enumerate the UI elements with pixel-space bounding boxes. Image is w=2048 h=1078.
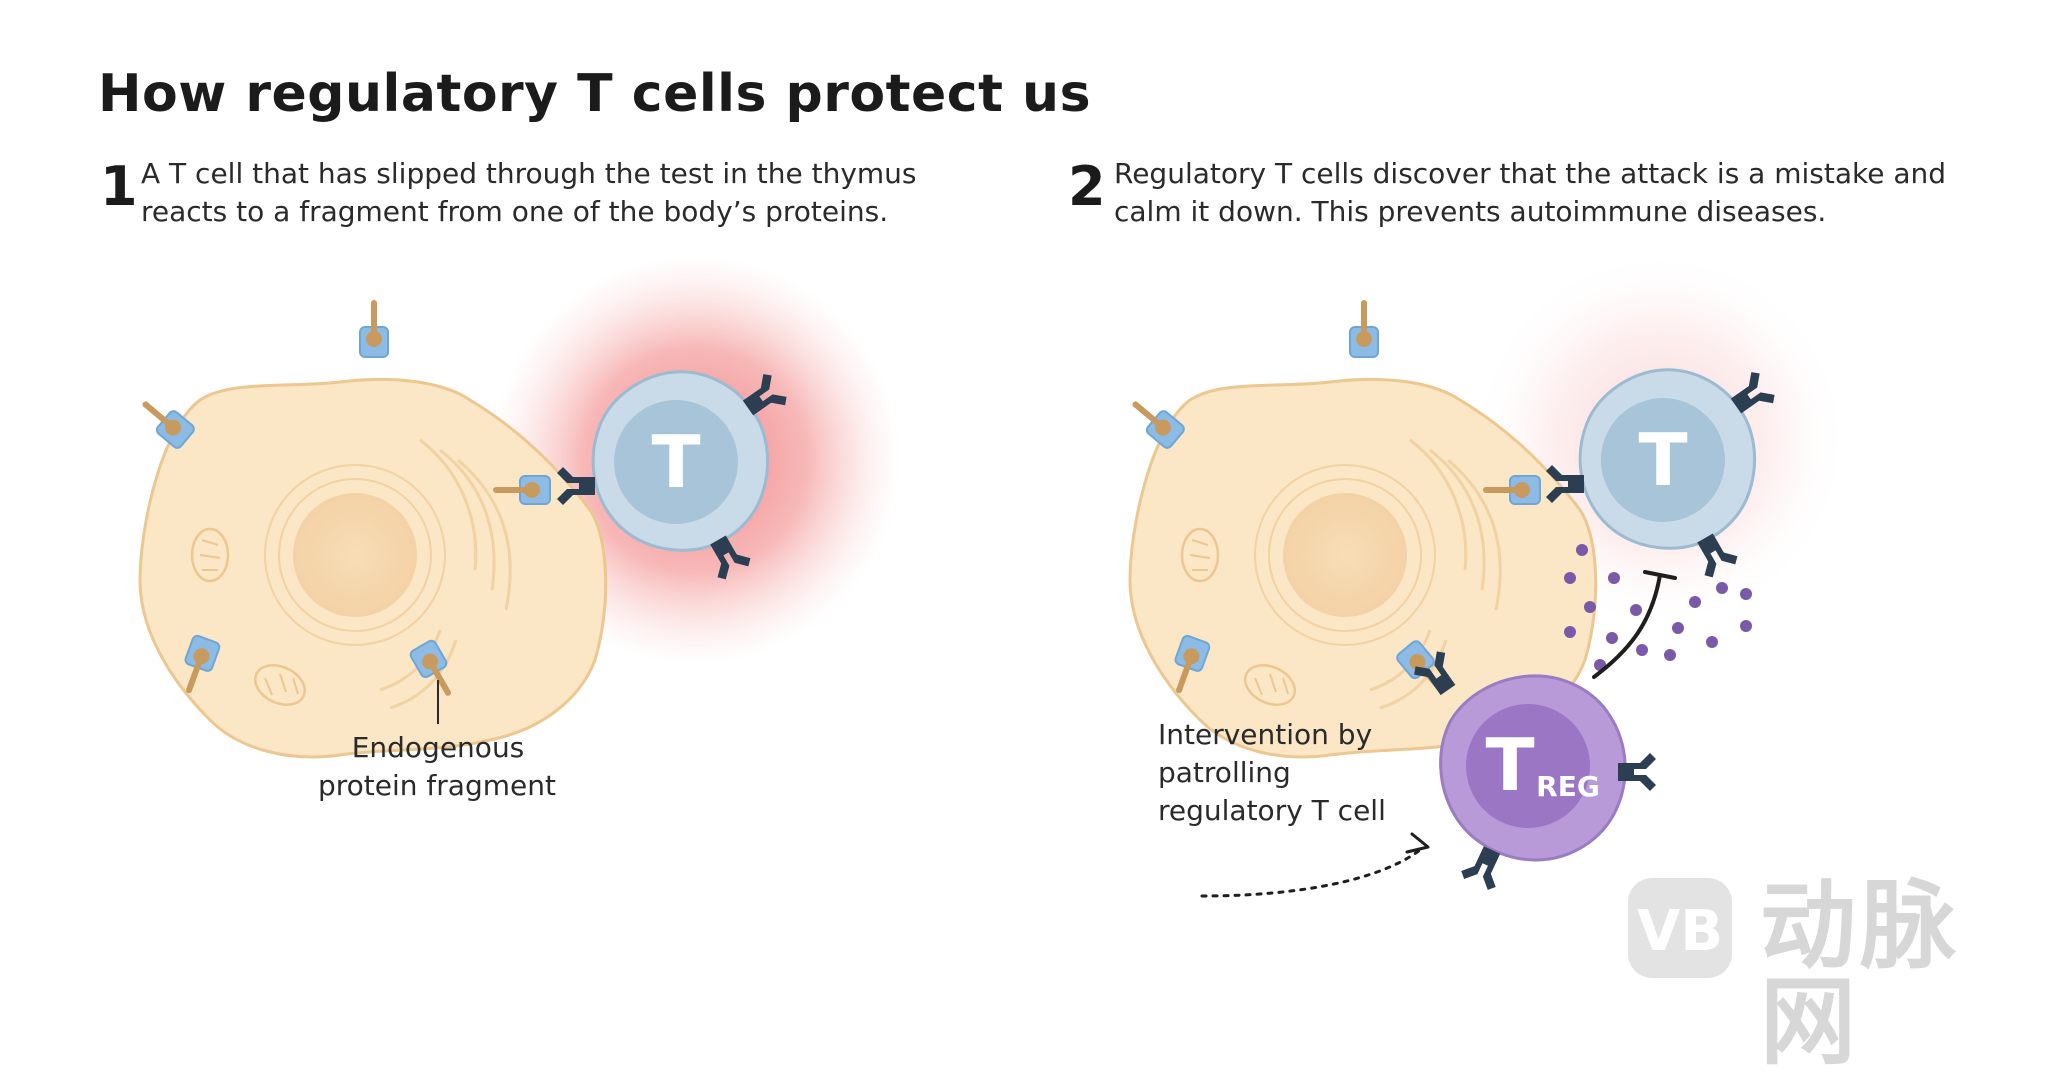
t-cell-letter-1: T xyxy=(651,420,700,504)
step-2-text: Regulatory T cells discover that the att… xyxy=(1114,155,1994,231)
diagram-canvas: T T xyxy=(0,250,1850,978)
patrol-path xyxy=(1200,848,1422,898)
step-1-line-1: A T cell that has slipped through the te… xyxy=(141,157,917,190)
inhibition-bar xyxy=(1643,570,1677,580)
step-2-number: 2 xyxy=(1068,155,1106,218)
mhc-top-2 xyxy=(1350,303,1378,357)
step-1-text: A T cell that has slipped through the te… xyxy=(141,155,1021,231)
intervention-line-3: regulatory T cell xyxy=(1158,794,1386,827)
intervention-line-2: patrolling xyxy=(1158,756,1291,789)
intervention-caption: Intervention by patrolling regulatory T … xyxy=(1158,716,1386,830)
treg-cell: T REG xyxy=(1410,647,1656,893)
step-2-line-1: Regulatory T cells discover that the att… xyxy=(1114,157,1947,190)
watermark-logo-text: VB xyxy=(1637,899,1723,964)
t-cell-letter-2: T xyxy=(1638,418,1687,502)
step-1-number: 1 xyxy=(100,155,138,218)
treg-letter: T xyxy=(1485,723,1534,807)
panel-2: T T REG xyxy=(1126,250,1850,898)
inhibition-arrow xyxy=(1592,573,1662,679)
treg-subscript: REG xyxy=(1536,770,1600,803)
patrol-arrowhead xyxy=(1405,832,1430,854)
watermark-logo: VB xyxy=(1628,878,1732,978)
mhc-top-1 xyxy=(360,303,388,357)
endogenous-line-2: protein fragment xyxy=(318,769,556,802)
endogenous-caption: Endogenous xyxy=(350,729,526,767)
page-title: How regulatory T cells protect us xyxy=(98,64,1092,124)
t-cell-1: T xyxy=(557,370,791,583)
step-1-line-2: reacts to a fragment from one of the bod… xyxy=(141,195,889,228)
intervention-line-1: Intervention by xyxy=(1158,718,1373,751)
step-2-line-2: calm it down. This prevents autoimmune d… xyxy=(1114,195,1827,228)
endogenous-line-1: Endogenous xyxy=(351,731,525,764)
endogenous-caption-2: protein fragment xyxy=(318,767,556,805)
t-cell-2: T xyxy=(1546,368,1779,581)
cytokine-dots xyxy=(1564,544,1752,671)
watermark-text: 动脉网 xyxy=(1760,870,1960,1078)
panel-1: T xyxy=(136,255,900,759)
